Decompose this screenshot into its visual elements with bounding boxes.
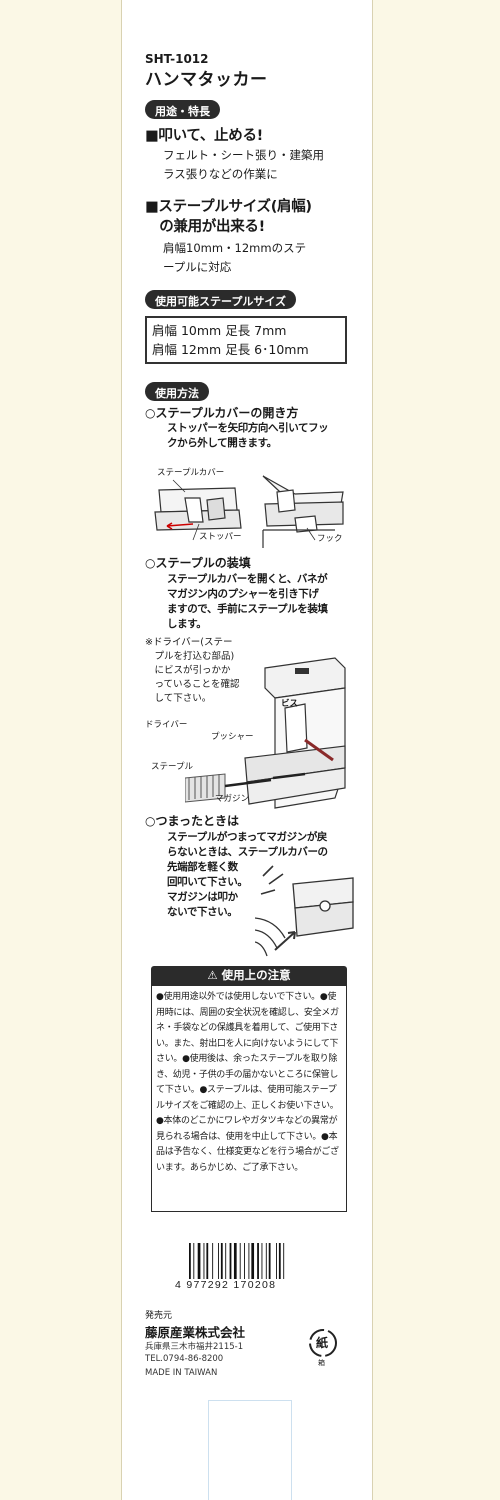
- jam-illustration: [255, 865, 354, 957]
- company-tel: TEL.0794-86-8200: [145, 1354, 224, 1364]
- jam-line: ないで下さい。: [167, 906, 238, 918]
- fold-line: [372, 0, 373, 1500]
- load-line: します。: [167, 618, 207, 630]
- paper-recycle-icon: 紙 箱: [308, 1328, 338, 1368]
- load-line: ますので、手前にステープルを装填: [167, 603, 328, 615]
- label-stopper: ストッパー: [199, 532, 242, 542]
- label-staple: ステープル: [151, 762, 193, 772]
- feature2-line: ープルに対応: [163, 260, 232, 274]
- note-line: っていることを確認: [145, 679, 240, 690]
- barcode-icon: [189, 1243, 285, 1279]
- load-heading: ○ステープルの装填: [145, 556, 251, 570]
- jam-line: マガジンは叩か: [167, 891, 238, 903]
- size-row: 肩幅 12mm 足長 6･10mm: [152, 342, 309, 357]
- model-number: SHT-1012: [145, 52, 209, 66]
- note-line: プルを打込む部品): [145, 651, 235, 662]
- label-magazine: マガジン: [215, 794, 250, 804]
- caution-title: ⚠ 使用上の注意: [151, 966, 347, 985]
- load-line: マガジン内のプシャーを引き下げ: [167, 588, 319, 600]
- product-name: ハンマタッカー: [145, 70, 268, 90]
- feature1-line: フェルト・シート張り・建築用: [163, 148, 324, 162]
- open-cover-heading: ○ステープルカバーの開き方: [145, 406, 299, 420]
- label-pusher: プッシャー: [211, 732, 254, 742]
- section-howto-label: 使用方法: [145, 382, 209, 401]
- feature2-heading: の兼用が出来る!: [145, 219, 265, 235]
- seller-label: 発売元: [145, 1311, 173, 1321]
- feature2-line: 肩幅10mm・12mmのステ: [163, 241, 307, 255]
- barcode-number: 4 977292 170208: [175, 1279, 277, 1291]
- label-cover: ステープルカバー: [157, 468, 225, 478]
- load-line: ステープルカバーを開くと、バネが: [167, 573, 328, 585]
- recycle-mark: 紙: [316, 1336, 329, 1350]
- left-margin-strip: [0, 0, 122, 1500]
- section-use-label: 用途・特長: [145, 100, 220, 119]
- right-margin-strip: [372, 0, 500, 1500]
- jam-line: 先端部を軽く数: [167, 861, 238, 873]
- fold-line: [121, 0, 122, 1500]
- label-hook: フック: [317, 534, 343, 544]
- feature1-heading: ■叩いて、止める!: [145, 128, 263, 144]
- size-row: 肩幅 10mm 足長 7mm: [152, 323, 287, 338]
- staple-loading-illustration: [185, 657, 346, 809]
- jam-line: ステープルがつまってマガジンが戻: [167, 831, 328, 843]
- note-line: して下さい。: [145, 693, 212, 704]
- feature2-heading: ■ステープルサイズ(肩幅): [145, 199, 312, 215]
- staple-size-box: 肩幅 10mm 足長 7mm 肩幅 12mm 足長 6･10mm: [145, 316, 347, 364]
- company-name: 藤原産業株式会社: [145, 1325, 246, 1340]
- label-screw: ビス: [281, 699, 299, 709]
- section-sizes-label: 使用可能ステープルサイズ: [145, 290, 297, 309]
- caution-text: ●使用用途以外では使用しないで下さい。●使用時には、周囲の安全状況を確認し、安全…: [156, 992, 339, 1173]
- made-in: MADE IN TAIWAN: [145, 1368, 218, 1378]
- recycle-sub: 箱: [318, 1359, 325, 1367]
- open-cover-line: ストッパーを矢印方向へ引いてフッ: [167, 422, 329, 434]
- note-line: ※ドライバー(ステー: [145, 637, 233, 648]
- package-content: SHT-1012 ハンマタッカー 用途・特長 ■叩いて、止める! フェルト・シー…: [145, 0, 355, 1480]
- jam-line: らないときは、ステープルカバーの: [167, 846, 328, 858]
- feature1-line: ラス張りなどの作業に: [163, 167, 278, 181]
- note-line: にビスが引っかか: [145, 665, 231, 676]
- open-cover-line: クから外して開きます。: [167, 437, 277, 449]
- jam-line: 回叩いて下さい。: [167, 876, 248, 888]
- load-note: ※ドライバー(ステー プルを打込む部品) にビスが引っかか っていることを確認 …: [145, 636, 240, 706]
- label-driver: ドライバー: [145, 720, 188, 730]
- caution-box: ●使用用途以外では使用しないで下さい。●使用時には、周囲の安全状況を確認し、安全…: [151, 985, 347, 1212]
- jam-heading: ○つまったときは: [145, 814, 239, 828]
- cover-opening-illustration: [154, 475, 344, 548]
- company-address: 兵庫県三木市福井2115-1: [145, 1342, 244, 1352]
- hang-tab: [208, 1400, 292, 1500]
